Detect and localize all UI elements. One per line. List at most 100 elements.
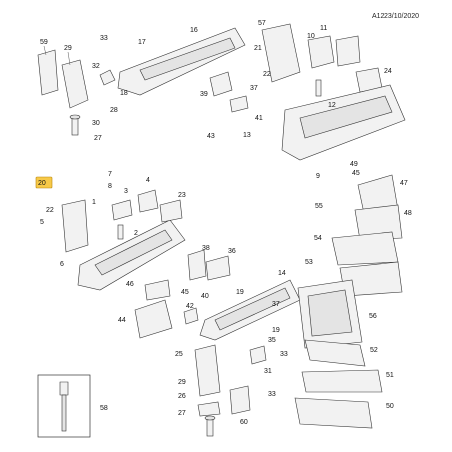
callout-44: 44 (118, 317, 126, 324)
part-38-clip[interactable] (229, 95, 249, 113)
part-42-clip[interactable] (183, 307, 199, 325)
part-9-side-rail[interactable] (281, 84, 406, 161)
part-20-highlighted-label[interactable] (35, 176, 53, 189)
callout-50: 50 (386, 403, 394, 410)
part-39-bracket[interactable] (209, 71, 233, 97)
callout-10: 10 (307, 33, 315, 40)
part-4-bracket[interactable] (137, 189, 159, 213)
callout-11: 11 (320, 25, 327, 32)
part-59-bracket[interactable] (37, 45, 59, 96)
callout-8: 8 (108, 183, 112, 190)
part-48-panel[interactable] (354, 204, 403, 241)
callout-53: 53 (305, 259, 313, 266)
callout-5: 5 (40, 219, 44, 226)
callout-45: 45 (352, 170, 360, 177)
part-57-bracket[interactable] (261, 23, 301, 83)
part-56-floor-panel[interactable] (297, 279, 363, 349)
callout-55: 55 (315, 203, 323, 210)
callout-38: 38 (202, 245, 210, 252)
callout-33c: 33 (268, 391, 276, 398)
callout-25: 25 (175, 351, 183, 358)
callout-41: 41 (255, 115, 263, 122)
part-46-plate[interactable] (144, 279, 171, 301)
part-10-block[interactable] (307, 35, 335, 69)
part-52-floor-panel[interactable] (304, 339, 366, 367)
part-44-bracket[interactable] (134, 299, 173, 339)
callout-37b: 37 (272, 301, 280, 308)
part-54-panel[interactable] (331, 231, 399, 266)
part-50-floor-panel[interactable] (294, 397, 373, 429)
callout-20[interactable]: 20 (38, 180, 46, 187)
part-29-bracket[interactable] (61, 51, 89, 109)
part-30-cylinder[interactable] (69, 114, 81, 136)
callout-22: 22 (46, 207, 54, 214)
callout-37: 37 (250, 85, 258, 92)
callout-40: 40 (201, 293, 209, 300)
part-31-clip[interactable] (249, 345, 267, 365)
callout-12: 12 (328, 102, 336, 109)
part-11-block[interactable] (335, 35, 361, 67)
callout-14: 14 (278, 270, 286, 277)
callout-3: 3 (124, 188, 128, 195)
diagram-date: 23/10/2020 (384, 13, 420, 20)
callout-27a: 27 (94, 135, 102, 142)
callout-21: 21 (254, 45, 262, 52)
callout-32: 32 (92, 63, 100, 70)
callout-31: 31 (264, 368, 272, 375)
callout-33a: 33 (100, 35, 108, 42)
callout-45b: 45 (181, 289, 189, 296)
callout-59: 59 (40, 39, 48, 46)
part-58-inset-box[interactable] (37, 374, 91, 438)
part-12-stud[interactable] (315, 79, 322, 97)
part-upper-dash-panel[interactable] (117, 27, 246, 96)
diagram-code: A12 (372, 13, 385, 20)
part-26-plate[interactable] (197, 401, 221, 417)
callout-46: 46 (126, 281, 134, 288)
callout-2: 2 (134, 230, 138, 237)
callout-28: 28 (110, 107, 118, 114)
part-60-bracket[interactable] (229, 385, 251, 415)
part-20-bracket[interactable] (61, 199, 89, 253)
callout-29b: 29 (178, 379, 186, 386)
part-38b-bracket[interactable] (187, 249, 207, 281)
callout-24: 24 (384, 68, 392, 75)
callout-1: 1 (92, 199, 96, 206)
callout-33b: 33 (280, 351, 288, 358)
callout-39: 39 (200, 91, 208, 98)
callout-16: 16 (190, 27, 198, 34)
part-51-floor-panel[interactable] (301, 369, 383, 393)
callout-35: 35 (268, 337, 276, 344)
callout-60: 60 (240, 419, 248, 426)
callout-9: 9 (316, 173, 320, 180)
callout-19: 19 (272, 327, 280, 334)
part-36-bracket[interactable] (205, 255, 231, 281)
callout-7: 7 (108, 171, 112, 178)
part-1-lower-dash-panel[interactable] (77, 219, 186, 291)
part-2-stud[interactable] (117, 224, 124, 240)
callout-6: 6 (60, 261, 64, 268)
part-32-bolt[interactable] (99, 69, 116, 86)
callout-58: 58 (100, 405, 108, 412)
callout-4: 4 (146, 177, 150, 184)
callout-17: 17 (138, 39, 146, 46)
callout-42: 42 (186, 303, 194, 310)
part-14-panel[interactable] (199, 279, 301, 341)
callout-18: 18 (120, 90, 128, 97)
callout-30: 30 (92, 120, 100, 127)
callout-26: 26 (178, 393, 186, 400)
part-27b-cylinder[interactable] (204, 415, 216, 437)
callout-29: 29 (64, 45, 72, 52)
part-23-bracket[interactable] (159, 199, 183, 223)
callout-47: 47 (400, 180, 408, 187)
callout-43: 43 (207, 133, 215, 140)
callout-49: 49 (350, 161, 358, 168)
callout-22b: 22 (263, 71, 271, 78)
callout-57: 57 (258, 20, 266, 27)
part-25-bracket[interactable] (194, 344, 221, 397)
callout-13: 13 (243, 132, 251, 139)
callout-48: 48 (404, 210, 412, 217)
callout-36: 36 (228, 248, 236, 255)
callout-52: 52 (370, 347, 378, 354)
part-3-bracket[interactable] (111, 199, 133, 221)
